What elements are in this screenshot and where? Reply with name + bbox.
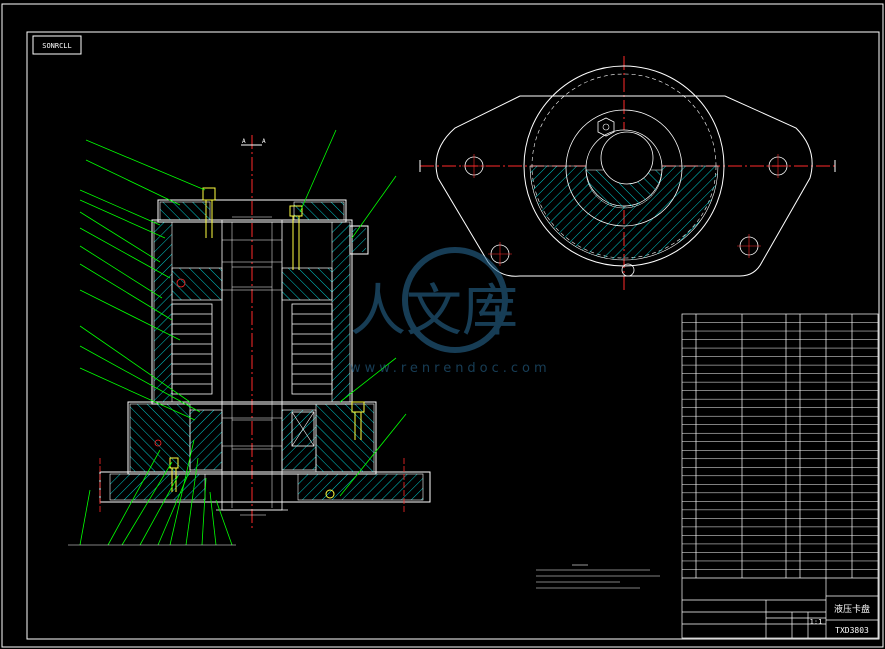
scale-value: 1:1	[810, 618, 823, 626]
part-name: 液压卡盘	[834, 603, 870, 615]
svg-text:A: A	[262, 138, 266, 145]
svg-text:SONRCLL: SONRCLL	[42, 42, 72, 50]
svg-text:www.renrendoc.com: www.renrendoc.com	[350, 361, 551, 376]
svg-text:人文库: 人文库	[350, 279, 518, 344]
parts-list	[681, 313, 879, 639]
drawing-code-box: SONRCLL	[32, 35, 82, 55]
title-block	[682, 577, 878, 638]
notes-block	[536, 564, 660, 589]
inner-frame	[26, 31, 880, 640]
top-view	[419, 56, 836, 290]
leader-lines	[79, 129, 407, 546]
outer-frame	[1, 3, 884, 648]
section-view: A A	[99, 135, 431, 530]
drawing-number: TXD3803	[835, 626, 869, 635]
svg-text:A: A	[242, 138, 246, 145]
watermark: 人文库 www.renrendoc.com	[350, 247, 551, 376]
parts-list-rows	[682, 322, 878, 570]
